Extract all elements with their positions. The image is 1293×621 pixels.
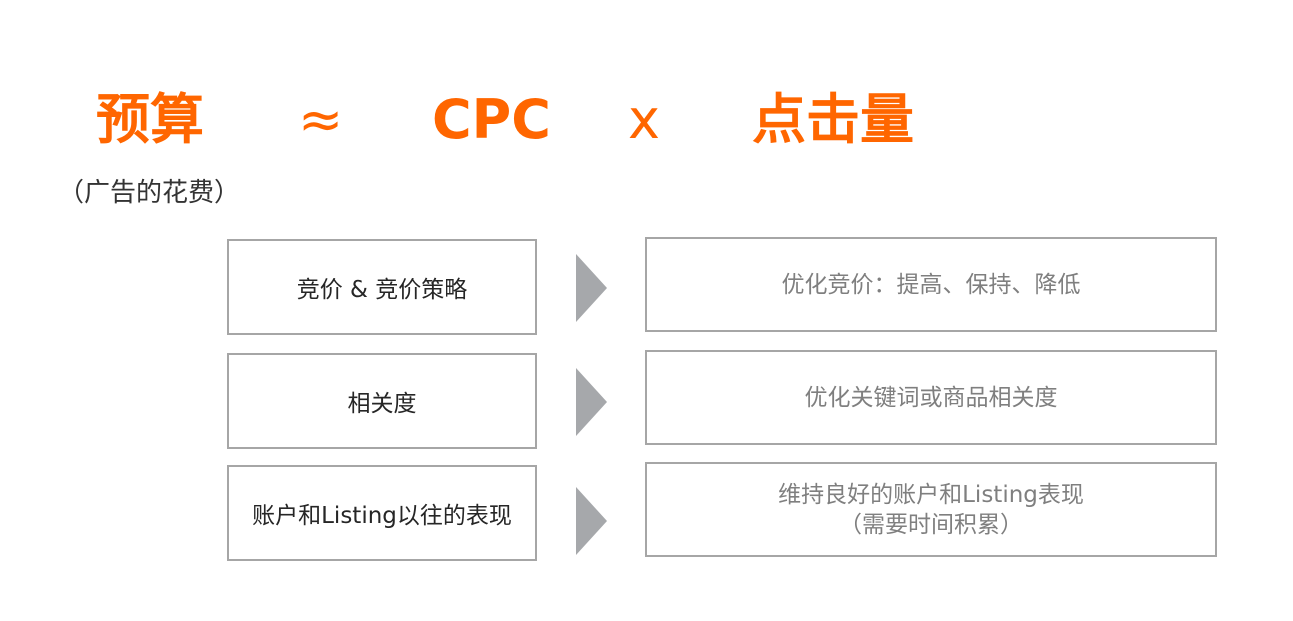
formula-clicks: 点击量 xyxy=(752,88,914,151)
factor-label: 相关度 xyxy=(347,391,417,417)
formula-budget: 预算 xyxy=(96,88,204,151)
factor-box-bidding: 竞价 & 竞价策略 xyxy=(227,239,537,335)
arrow-right-icon xyxy=(576,368,607,436)
factor-box-relevance: 相关度 xyxy=(227,353,537,449)
action-sublabel: （需要时间积累） xyxy=(839,511,1023,538)
formula-cpc: CPC xyxy=(432,88,551,151)
factor-label: 账户和Listing以往的表现 xyxy=(252,503,512,529)
budget-note: （广告的花费） xyxy=(58,178,241,208)
action-label: 维持良好的账户和Listing表现 xyxy=(778,481,1084,508)
formula-approx-symbol: ≈ xyxy=(298,88,344,151)
action-label: 优化关键词或商品相关度 xyxy=(804,384,1058,411)
arrow-right-icon xyxy=(576,254,607,322)
factor-box-performance: 账户和Listing以往的表现 xyxy=(227,465,537,561)
action-box-relevance: 优化关键词或商品相关度 xyxy=(645,350,1217,445)
factor-label: 竞价 & 竞价策略 xyxy=(296,277,468,303)
arrow-right-icon xyxy=(576,487,607,555)
action-box-bidding: 优化竞价：提高、保持、降低 xyxy=(645,237,1217,332)
action-label: 优化竞价：提高、保持、降低 xyxy=(781,271,1081,298)
formula-times-symbol: x xyxy=(628,88,660,151)
action-box-performance: 维持良好的账户和Listing表现 （需要时间积累） xyxy=(645,462,1217,557)
